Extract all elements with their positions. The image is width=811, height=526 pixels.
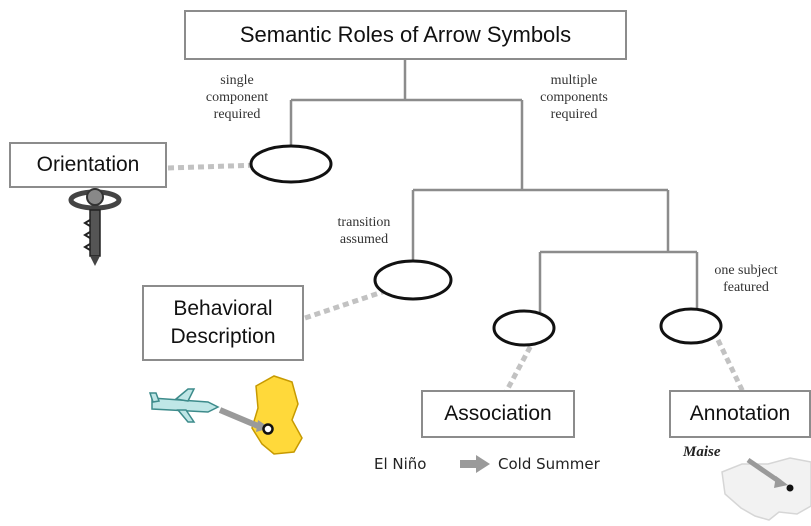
association-from-text: El Niño — [374, 455, 427, 473]
annotation-example-label: Maise — [683, 444, 721, 460]
compass-key-icon — [68, 188, 122, 266]
behavioral-description-box: Behavioral Description — [142, 285, 304, 361]
association-node — [492, 309, 556, 347]
orientation-node — [249, 144, 333, 184]
airplane — [148, 388, 220, 423]
title-box: Semantic Roles of Arrow Symbols — [184, 10, 627, 60]
diagram-title: Semantic Roles of Arrow Symbols — [239, 22, 572, 48]
association-box: Association — [421, 390, 575, 438]
branch-label-transition: transition assumed — [337, 215, 391, 248]
airplane-over-germany-map-icon — [148, 375, 303, 455]
association-to-text: Cold Summer — [498, 455, 600, 473]
annotation-node — [659, 307, 723, 345]
branch-label-single: single component required — [205, 73, 269, 123]
annotation-connector — [715, 338, 746, 394]
north-america-map-icon — [721, 457, 811, 521]
association-connector — [503, 336, 538, 394]
branch-label-one-subject: one subject featured — [714, 263, 778, 296]
transition-node — [373, 259, 453, 301]
germany-map — [251, 375, 303, 455]
branch-label-multiple: multiple components required — [540, 73, 608, 123]
arrow-right-icon — [460, 455, 490, 473]
orientation-box: Orientation — [9, 142, 167, 188]
annotation-box: Annotation — [669, 390, 811, 438]
